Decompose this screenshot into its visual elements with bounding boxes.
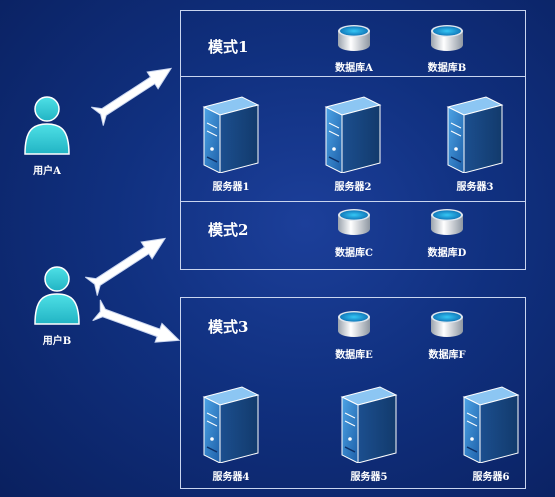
server-label: 服务器3 [456, 182, 494, 193]
database-label: 数据库D [427, 248, 467, 259]
user-icon [30, 264, 84, 326]
server-icon [338, 383, 400, 463]
user-label: 用户A [33, 166, 61, 177]
mode1-title: 模式1 [208, 38, 249, 56]
database-label: 数据库B [427, 63, 467, 74]
server-icon [200, 383, 262, 463]
mode1-divider [180, 76, 526, 77]
database-icon [336, 206, 372, 236]
server-label: 服务器6 [472, 472, 510, 483]
user-label: 用户B [42, 336, 72, 347]
database-label: 数据库A [335, 63, 373, 74]
mode2-title: 模式2 [208, 221, 249, 239]
server-icon [444, 93, 506, 173]
server-label: 服务器1 [212, 182, 250, 193]
database-icon [429, 206, 465, 236]
database-label: 数据库F [428, 350, 466, 361]
server-label: 服务器4 [212, 472, 250, 483]
mode2-box [180, 201, 526, 270]
mode3-title: 模式3 [208, 318, 249, 336]
user-icon [20, 94, 74, 156]
database-icon [429, 308, 465, 338]
server-label: 服务器2 [334, 182, 372, 193]
server-icon [322, 93, 384, 173]
mode3-box [180, 297, 526, 489]
database-label: 数据库E [335, 350, 373, 361]
database-label: 数据库C [335, 248, 373, 259]
server-icon [460, 383, 522, 463]
database-icon [336, 22, 372, 52]
server-label: 服务器5 [350, 472, 388, 483]
database-icon [336, 308, 372, 338]
database-icon [429, 22, 465, 52]
server-icon [200, 93, 262, 173]
